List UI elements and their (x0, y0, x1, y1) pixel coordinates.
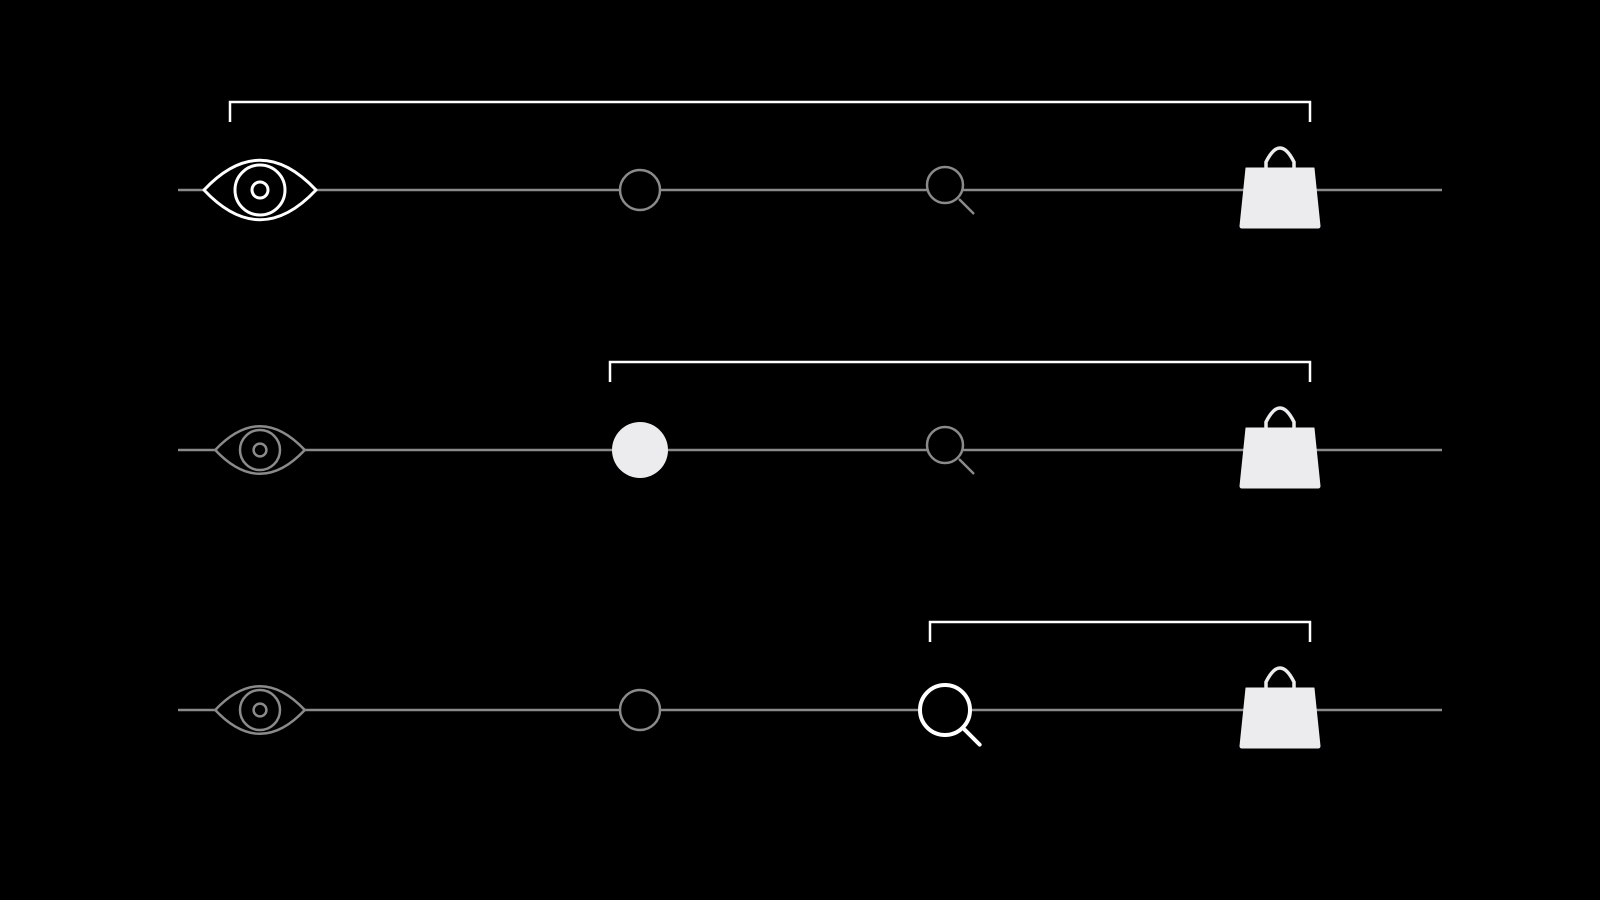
range-bracket (228, 100, 1312, 122)
funnel-row (178, 620, 1442, 749)
funnel-row (178, 360, 1442, 489)
shopping-bag-icon (1239, 666, 1321, 749)
circle-icon (618, 688, 662, 732)
search-icon (925, 425, 975, 475)
shopping-bag-icon (1239, 406, 1321, 489)
range-bracket (608, 360, 1312, 382)
eye-icon (213, 685, 307, 735)
shopping-bag-icon (1239, 146, 1321, 229)
range-bracket (928, 620, 1312, 642)
funnel-row (178, 100, 1442, 229)
eye-icon (213, 425, 307, 475)
circle-icon (618, 168, 662, 212)
eye-icon (202, 158, 318, 222)
search-icon (918, 683, 982, 747)
circle-icon (612, 422, 668, 478)
search-icon (925, 165, 975, 215)
